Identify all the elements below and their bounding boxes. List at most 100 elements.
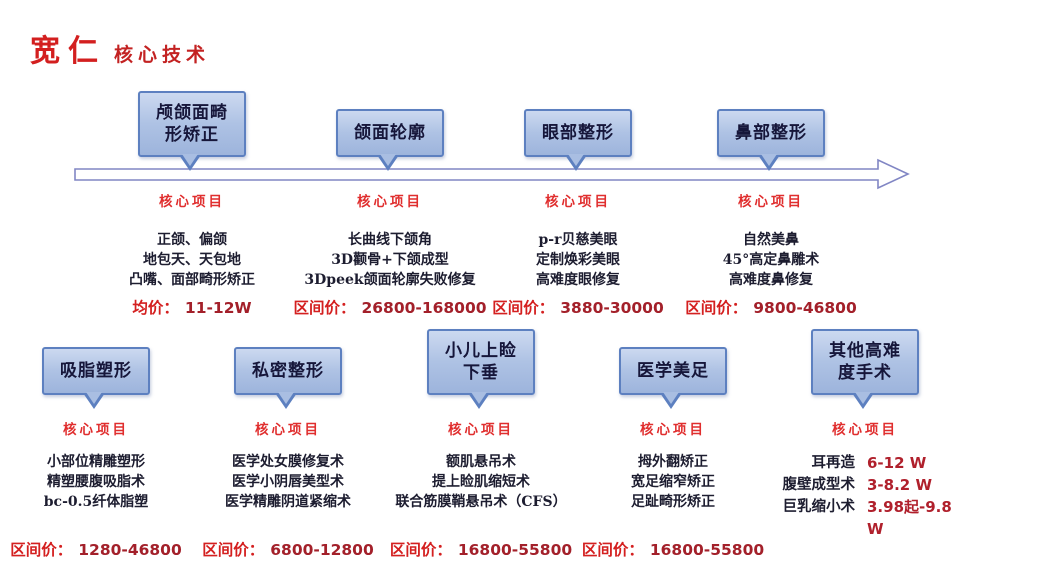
page-subtitle: 核心技术	[114, 44, 211, 66]
procedure-price: 3-8.2 W	[867, 476, 933, 494]
procedure-name: 巨乳缩小术	[782, 498, 856, 515]
bottom-section-other-difficult: 其他高难度手术 核心项目 耳再造 6-12 W 腹壁成型术 3-8.2 W 巨乳…	[745, 328, 985, 575]
category-title: 小儿上睑下垂	[445, 340, 517, 383]
category-title: 颅颌面畸形矫正	[156, 102, 228, 145]
procedure-item: 拇外翻矫正	[638, 454, 708, 470]
procedure-item: 宽足缩窄矫正	[631, 474, 715, 490]
category-title: 其他高难度手术	[829, 340, 901, 383]
procedure-list: 自然美鼻 45°高定鼻雕术 高难度鼻修复	[651, 230, 891, 290]
procedure-list: 长曲线下颌角 3D颧骨+下颌成型 3Dpeek颌面轮廓失败修复	[270, 230, 510, 290]
top-section-facial-contour: 颌面轮廓 核心项目 长曲线下颌角 3D颧骨+下颌成型 3Dpeek颌面轮廓失败修…	[270, 88, 510, 328]
price-value: 6800-12800	[270, 541, 374, 559]
price-value: 1280-46800	[78, 541, 182, 559]
procedure-name: 耳再造	[811, 454, 856, 471]
core-label: 核心项目	[255, 422, 321, 438]
category-bubble: 吸脂塑形	[42, 347, 150, 409]
procedure-item: 定制焕彩美眼	[536, 252, 620, 268]
price-value: 9800-46800	[753, 299, 857, 317]
bottom-section-liposuction: 吸脂塑形 核心项目 小部位精雕塑形 精塑腰腹吸脂术 bc-0.5纤体脂塑 区间价…	[0, 335, 216, 575]
price-label: 区间价：	[492, 299, 555, 317]
category-title: 鼻部整形	[735, 122, 807, 143]
category-bubble: 其他高难度手术	[811, 328, 919, 410]
price-label: 区间价：	[202, 541, 265, 559]
price-value: 16800-55800	[457, 541, 573, 559]
price-line: 区间价： 1280-46800	[0, 538, 216, 560]
procedure-list: 医学处女膜修复术 医学小阴唇美型术 医学精雕阴道紧缩术	[168, 452, 408, 512]
price-value: 3880-30000	[560, 299, 664, 317]
procedure-item: 精塑腰腹吸脂术	[47, 474, 145, 490]
procedure-list: 额肌悬吊术 提上睑肌缩短术 联合筋膜鞘悬吊术（CFS）	[361, 452, 601, 512]
procedure-item: 高难度眼修复	[536, 272, 620, 288]
procedure-item: 地包天、天包地	[143, 252, 241, 268]
timeline-arrow	[74, 158, 910, 190]
price-value: 16800-55800	[649, 541, 765, 559]
procedure-item: 长曲线下颌角	[348, 232, 432, 248]
category-title: 颌面轮廓	[354, 122, 426, 143]
procedure-item: 医学精雕阴道紧缩术	[225, 494, 351, 510]
price-value: 11-12W	[184, 299, 252, 317]
procedure-item: p-r贝慈美眼	[538, 232, 618, 248]
core-label: 核心项目	[63, 422, 129, 438]
procedure-item: 3Dpeek颌面轮廓失败修复	[304, 272, 476, 288]
core-label: 核心项目	[448, 422, 514, 438]
price-label: 区间价：	[685, 299, 748, 317]
price-line: 区间价： 6800-12800	[168, 538, 408, 560]
bottom-section-ptosis: 小儿上睑下垂 核心项目 额肌悬吊术 提上睑肌缩短术 联合筋膜鞘悬吊术（CFS） …	[361, 328, 601, 575]
core-label: 核心项目	[738, 194, 804, 210]
category-bubble: 私密整形	[234, 347, 342, 409]
procedure-list: 正颌、偏颌 地包天、天包地 凸嘴、面部畸形矫正	[72, 230, 312, 290]
category-title: 吸脂塑形	[60, 360, 132, 381]
procedure-price-row: 巨乳缩小术 3.98起-9.8 W	[745, 496, 985, 540]
core-label: 核心项目	[640, 422, 706, 438]
price-line: 区间价： 3880-30000	[458, 296, 698, 318]
category-bubble: 颅颌面畸形矫正	[138, 90, 246, 172]
category-bubble: 小儿上睑下垂	[427, 328, 535, 410]
procedure-item: 3D颧骨+下颌成型	[331, 252, 449, 268]
procedure-list: 拇外翻矫正 宽足缩窄矫正 足趾畸形矫正	[553, 452, 793, 512]
bottom-section-private: 私密整形 核心项目 医学处女膜修复术 医学小阴唇美型术 医学精雕阴道紧缩术 区间…	[168, 335, 408, 575]
price-line: 区间价： 9800-46800	[651, 296, 891, 318]
procedure-item: 提上睑肌缩短术	[432, 474, 530, 490]
core-label: 核心项目	[159, 194, 225, 210]
price-label: 区间价：	[581, 541, 644, 559]
procedure-item: 小部位精雕塑形	[47, 454, 145, 470]
procedure-list: 小部位精雕塑形 精塑腰腹吸脂术 bc-0.5纤体脂塑	[0, 452, 216, 512]
category-title: 眼部整形	[542, 122, 614, 143]
procedure-price-list: 耳再造 6-12 W 腹壁成型术 3-8.2 W 巨乳缩小术 3.98起-9.8…	[745, 452, 985, 540]
category-title: 私密整形	[252, 360, 324, 381]
price-value: 26800-168000	[361, 299, 487, 317]
procedure-name: 腹壁成型术	[782, 476, 856, 493]
top-section-nose: 鼻部整形 核心项目 自然美鼻 45°高定鼻雕术 高难度鼻修复 区间价： 9800-…	[651, 88, 891, 328]
price-line: 均价： 11-12W	[72, 296, 312, 318]
top-section-eye: 眼部整形 核心项目 p-r贝慈美眼 定制焕彩美眼 高难度眼修复 区间价： 3880…	[458, 88, 698, 328]
category-bubble: 眼部整形	[524, 109, 632, 171]
procedure-price-row: 耳再造 6-12 W	[745, 452, 985, 474]
core-label: 核心项目	[357, 194, 423, 210]
price-line: 区间价： 26800-168000	[270, 296, 510, 318]
procedure-price: 6-12 W	[867, 454, 927, 472]
category-bubble: 鼻部整形	[717, 109, 825, 171]
bottom-section-foot: 医学美足 核心项目 拇外翻矫正 宽足缩窄矫正 足趾畸形矫正 区间价： 16800-…	[553, 335, 793, 575]
top-section-craniofacial: 颅颌面畸形矫正 核心项目 正颌、偏颌 地包天、天包地 凸嘴、面部畸形矫正 均价：…	[72, 88, 312, 328]
page-header: 宽仁核心技术	[30, 26, 210, 70]
procedure-item: 45°高定鼻雕术	[722, 252, 820, 268]
core-label: 核心项目	[545, 194, 611, 210]
procedure-item: 额肌悬吊术	[446, 454, 516, 470]
price-label: 区间价：	[389, 541, 452, 559]
price-line: 区间价： 16800-55800	[361, 538, 601, 560]
procedure-item: 凸嘴、面部畸形矫正	[129, 272, 255, 288]
procedure-item: 自然美鼻	[743, 232, 799, 248]
category-bubble: 颌面轮廓	[336, 109, 444, 171]
price-label: 均价：	[132, 299, 179, 317]
price-label: 区间价：	[10, 541, 73, 559]
procedure-item: 高难度鼻修复	[729, 272, 813, 288]
procedure-item: 医学处女膜修复术	[232, 454, 344, 470]
procedure-item: bc-0.5纤体脂塑	[43, 494, 149, 510]
procedure-item: 医学小阴唇美型术	[232, 474, 344, 490]
category-title: 医学美足	[637, 360, 709, 381]
core-label: 核心项目	[832, 422, 898, 438]
procedure-price: 3.98起-9.8 W	[867, 498, 952, 538]
price-label: 区间价：	[293, 299, 356, 317]
brand-logo: 宽仁	[30, 34, 106, 69]
procedure-list: p-r贝慈美眼 定制焕彩美眼 高难度眼修复	[458, 230, 698, 290]
